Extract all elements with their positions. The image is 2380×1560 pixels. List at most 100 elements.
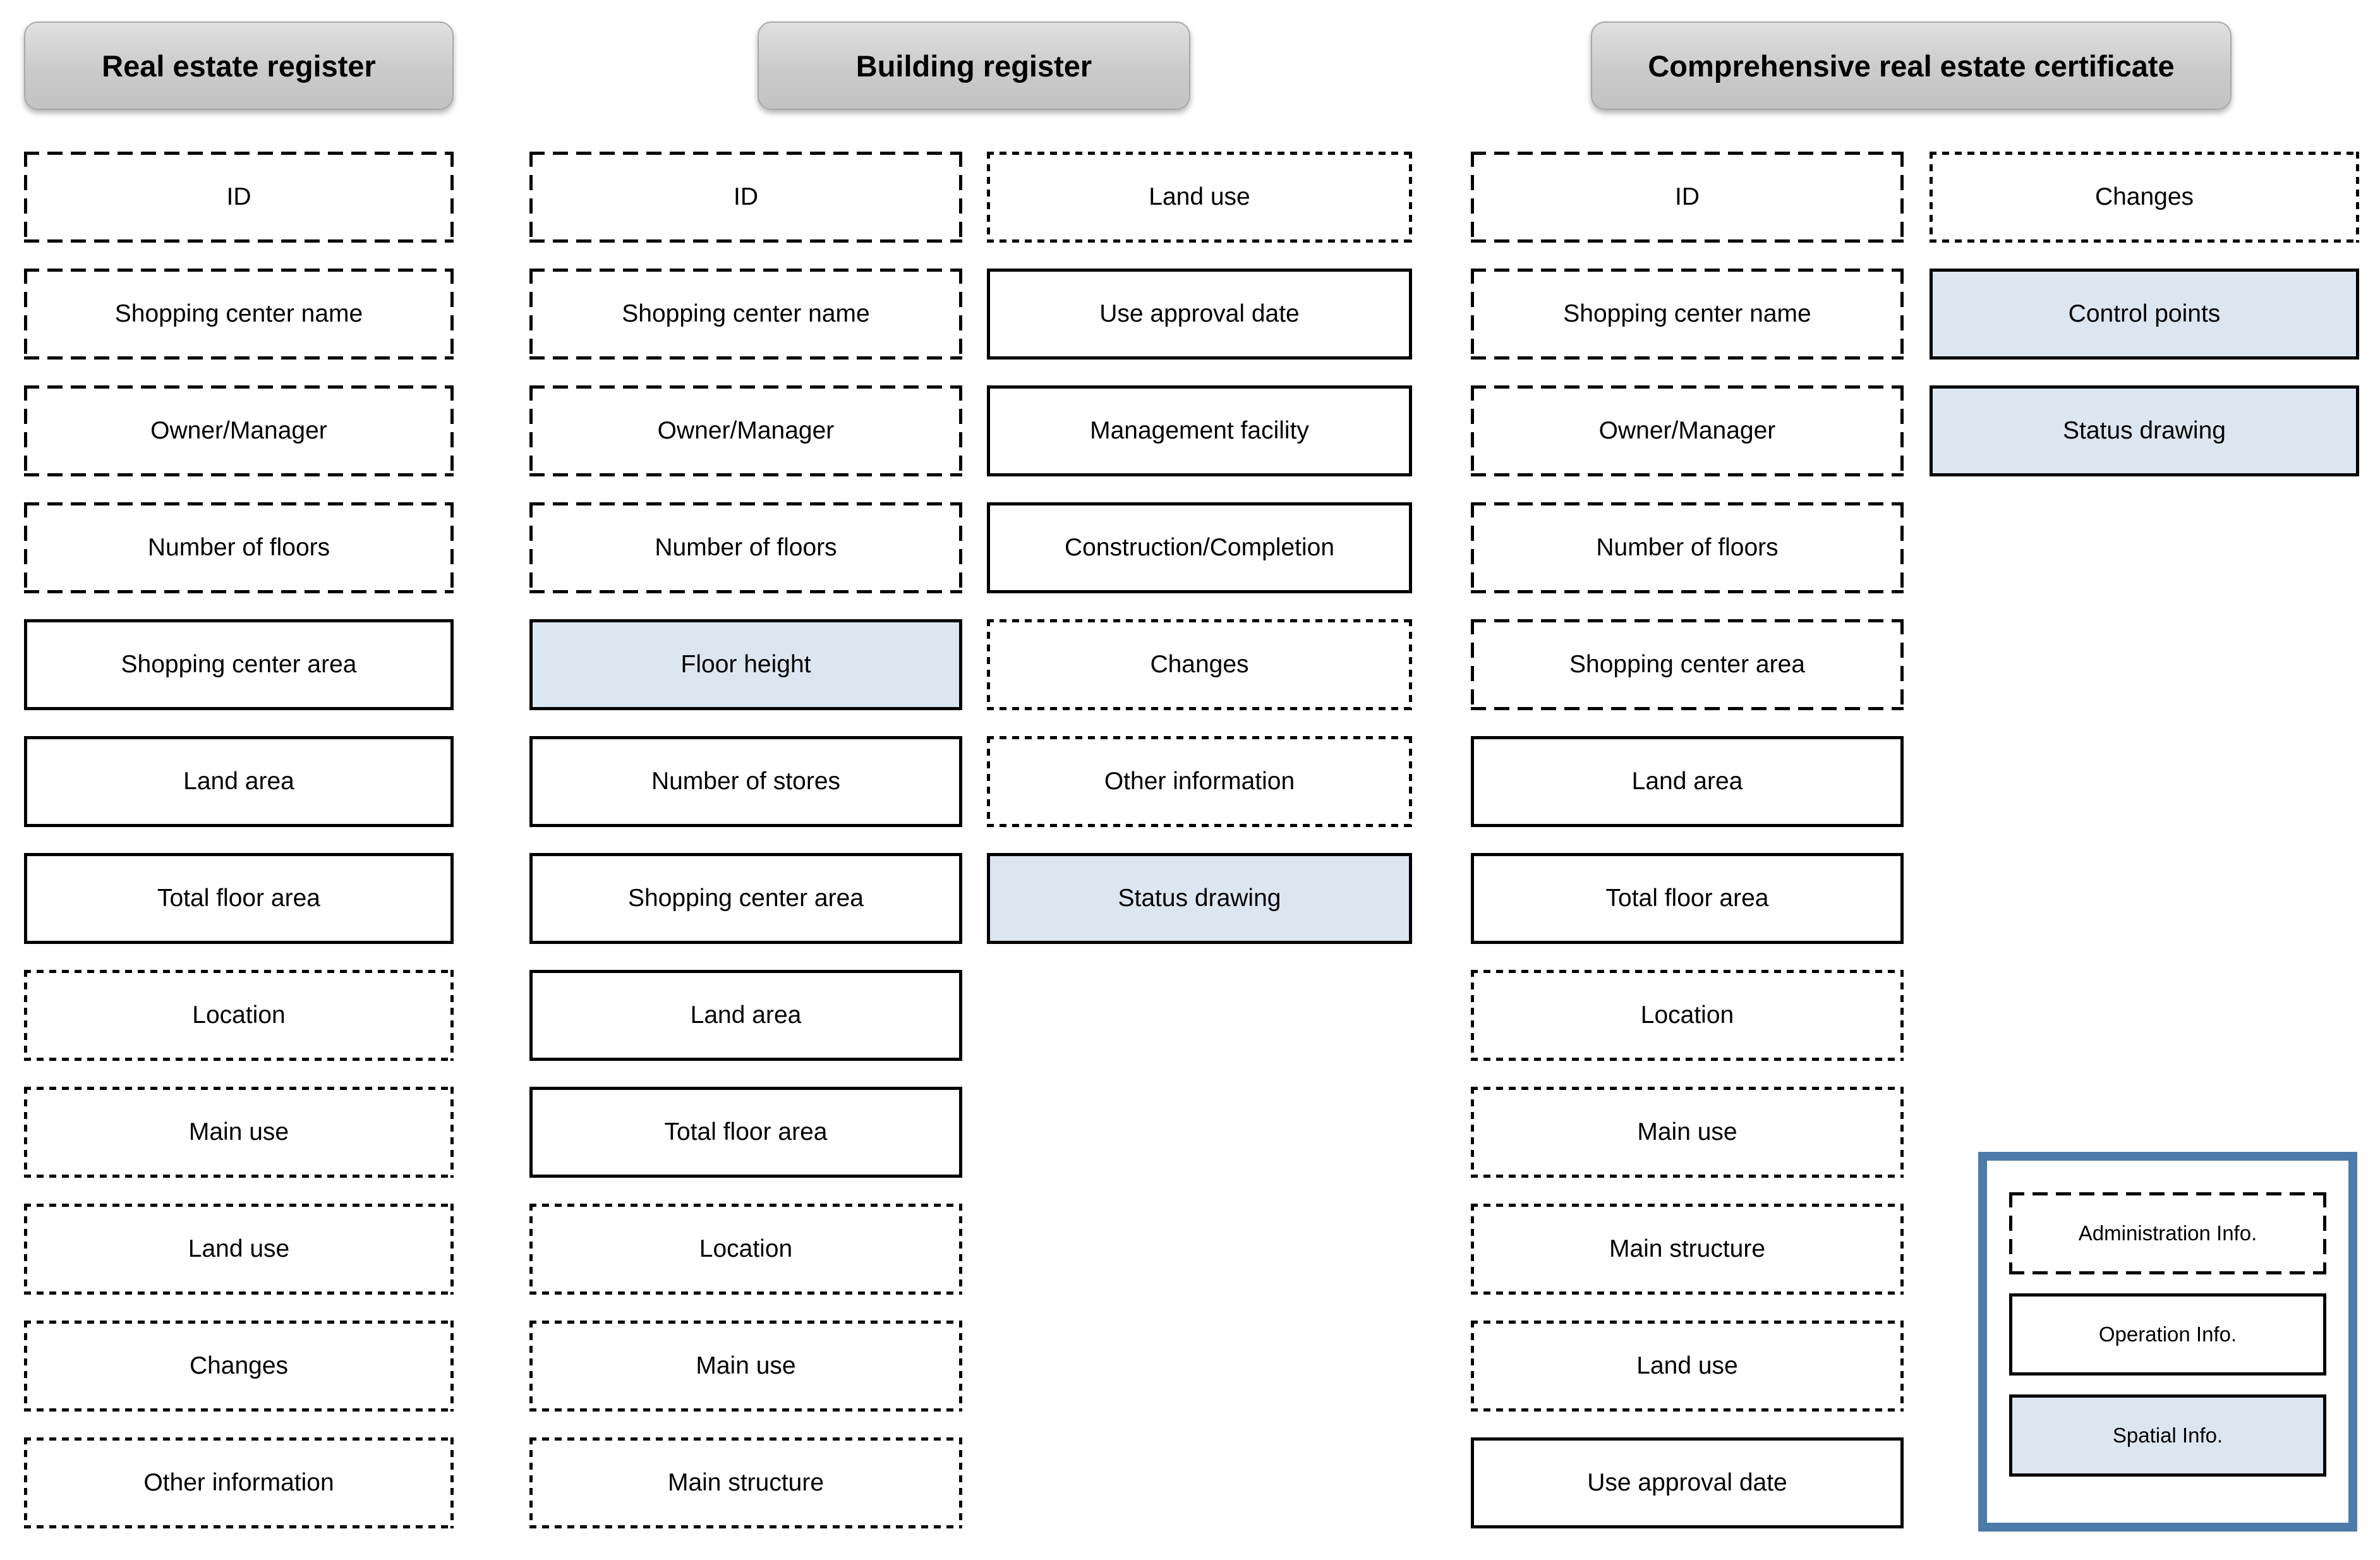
field-box-label: Land use bbox=[1636, 1351, 1738, 1379]
field-box-label: Use approval date bbox=[1099, 299, 1300, 327]
field-box-main-structure: Main structure bbox=[1471, 1204, 1904, 1295]
field-box-label: Changes bbox=[189, 1351, 289, 1379]
field-box-label: Shopping center area bbox=[1569, 650, 1805, 678]
field-box-label: Land area bbox=[1631, 767, 1743, 795]
field-box-label: Status drawing bbox=[1118, 884, 1281, 912]
field-box-label: Changes bbox=[1150, 650, 1249, 678]
field-box-total-floor-area: Total floor area bbox=[529, 1087, 962, 1178]
field-box-label: Shopping center name bbox=[114, 299, 363, 327]
field-box-id: ID bbox=[529, 152, 962, 243]
field-box-owner-manager: Owner/Manager bbox=[24, 385, 454, 476]
field-box-administration-info: Administration Info. bbox=[2009, 1192, 2326, 1274]
field-box-shopping-center-name: Shopping center name bbox=[1471, 269, 1904, 360]
field-box-shopping-center-name: Shopping center name bbox=[529, 269, 962, 360]
field-box-label: Other information bbox=[1104, 767, 1295, 795]
field-box-land-area: Land area bbox=[529, 970, 962, 1061]
field-box-location: Location bbox=[1471, 970, 1904, 1061]
header-comprehensive-real-estate-certificate: Comprehensive real estate certificate bbox=[1591, 21, 2232, 110]
field-box-label: Total floor area bbox=[157, 884, 320, 912]
field-box-status-drawing: Status drawing bbox=[987, 853, 1412, 944]
field-box-label: ID bbox=[734, 183, 758, 210]
field-box-main-use: Main use bbox=[529, 1321, 962, 1412]
field-box-label: ID bbox=[226, 183, 251, 210]
field-box-status-drawing: Status drawing bbox=[1930, 385, 2359, 476]
field-box-owner-manager: Owner/Manager bbox=[529, 385, 962, 476]
field-box-label: Main use bbox=[696, 1351, 796, 1379]
field-box-label: Number of floors bbox=[655, 533, 837, 561]
field-box-land-area: Land area bbox=[24, 736, 454, 827]
field-box-label: Operation Info. bbox=[2098, 1322, 2237, 1346]
field-box-label: Other information bbox=[143, 1468, 334, 1496]
field-box-changes: Changes bbox=[987, 619, 1412, 710]
header-building-register: Building register bbox=[758, 21, 1190, 110]
field-box-use-approval-date: Use approval date bbox=[987, 269, 1412, 360]
field-box-number-of-floors: Number of floors bbox=[1471, 502, 1904, 593]
field-box-label: Total floor area bbox=[664, 1118, 828, 1146]
field-box-operation-info: Operation Info. bbox=[2009, 1293, 2326, 1376]
field-box-number-of-floors: Number of floors bbox=[24, 502, 454, 593]
field-box-main-use: Main use bbox=[24, 1087, 454, 1178]
field-box-label: Changes bbox=[2094, 183, 2194, 210]
field-box-label: Shopping center area bbox=[628, 884, 864, 912]
field-box-label: Administration Info. bbox=[2078, 1221, 2257, 1245]
field-box-other-information: Other information bbox=[987, 736, 1412, 827]
field-box-label: Owner/Manager bbox=[1598, 416, 1776, 444]
field-box-label: Number of floors bbox=[1596, 533, 1779, 561]
field-box-label: Spatial Info. bbox=[2112, 1424, 2223, 1448]
field-box-id: ID bbox=[1471, 152, 1904, 243]
field-box-changes: Changes bbox=[24, 1321, 454, 1412]
field-box-label: Main structure bbox=[667, 1468, 825, 1496]
field-box-label: Management facility bbox=[1090, 416, 1309, 444]
field-box-label: Location bbox=[192, 1001, 286, 1029]
field-box-owner-manager: Owner/Manager bbox=[1471, 385, 1904, 476]
field-box-shopping-center-area: Shopping center area bbox=[24, 619, 454, 710]
field-box-label: Total floor area bbox=[1605, 884, 1769, 912]
field-box-label: Owner/Manager bbox=[657, 416, 835, 444]
field-box-shopping-center-area: Shopping center area bbox=[529, 853, 962, 944]
field-box-label: Main use bbox=[1637, 1118, 1737, 1146]
field-box-label: Shopping center area bbox=[121, 650, 357, 678]
field-box-spatial-info: Spatial Info. bbox=[2009, 1394, 2326, 1477]
field-box-land-use: Land use bbox=[987, 152, 1412, 243]
field-box-label: Use approval date bbox=[1587, 1468, 1787, 1496]
field-box-label: Main use bbox=[188, 1118, 289, 1146]
field-box-management-facility: Management facility bbox=[987, 385, 1412, 476]
field-box-location: Location bbox=[529, 1204, 962, 1295]
field-box-label: Owner/Manager bbox=[150, 416, 327, 444]
field-box-label: Location bbox=[699, 1235, 793, 1262]
field-box-land-use: Land use bbox=[24, 1204, 454, 1295]
field-box-label: Shopping center name bbox=[622, 299, 870, 327]
header-real-estate-register: Real estate register bbox=[24, 21, 454, 110]
field-box-main-structure: Main structure bbox=[529, 1437, 962, 1528]
field-box-use-approval-date: Use approval date bbox=[1471, 1437, 1904, 1528]
legend-frame: Administration Info. Operation Info. Spati… bbox=[1978, 1152, 2357, 1532]
field-box-location: Location bbox=[24, 970, 454, 1061]
field-box-floor-height: Floor height bbox=[529, 619, 962, 710]
field-box-land-use: Land use bbox=[1471, 1321, 1904, 1412]
field-box-label: Status drawing bbox=[2063, 416, 2226, 444]
field-box-label: Number of stores bbox=[651, 767, 841, 795]
field-box-number-of-floors: Number of floors bbox=[529, 502, 962, 593]
field-box-construction-completion: Construction/Completion bbox=[987, 502, 1412, 593]
field-box-label: Land use bbox=[1149, 183, 1250, 210]
field-box-shopping-center-name: Shopping center name bbox=[24, 269, 454, 360]
field-box-control-points: Control points bbox=[1930, 269, 2359, 360]
field-box-label: ID bbox=[1675, 183, 1700, 210]
field-box-land-area: Land area bbox=[1471, 736, 1904, 827]
field-box-shopping-center-area: Shopping center area bbox=[1471, 619, 1904, 710]
field-box-total-floor-area: Total floor area bbox=[24, 853, 454, 944]
field-box-label: Number of floors bbox=[147, 533, 330, 561]
field-box-label: Main structure bbox=[1609, 1235, 1766, 1262]
field-box-label: Shopping center name bbox=[1563, 299, 1811, 327]
field-box-number-of-stores: Number of stores bbox=[529, 736, 962, 827]
field-box-id: ID bbox=[24, 152, 454, 243]
field-box-changes: Changes bbox=[1930, 152, 2359, 243]
field-box-main-use: Main use bbox=[1471, 1087, 1904, 1178]
field-box-other-information: Other information bbox=[24, 1437, 454, 1528]
